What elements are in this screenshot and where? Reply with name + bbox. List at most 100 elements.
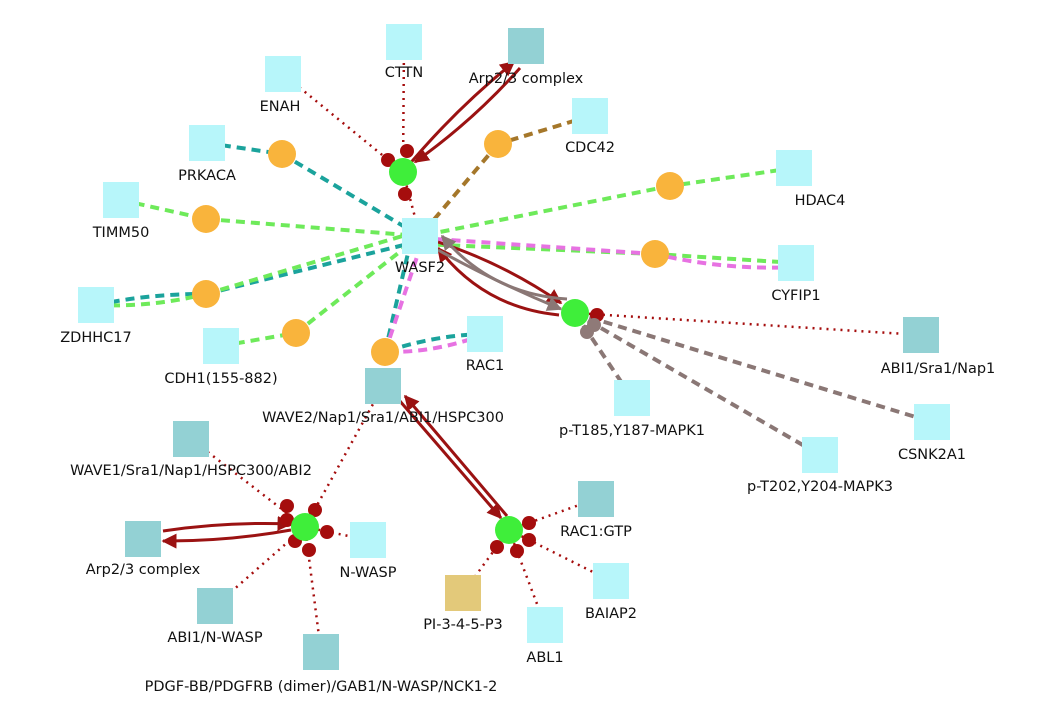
node-label: ENAH — [260, 99, 301, 115]
edge-interaction-wasf2 — [419, 236, 656, 256]
node-label: ABI1/N-WASP — [167, 630, 262, 646]
protein-glyph[interactable] — [265, 56, 301, 92]
node-csnk2a1[interactable]: CSNK2A1 — [898, 404, 966, 463]
edge-reaction-csnk2a1 — [574, 311, 933, 424]
node-arp23-bot[interactable]: Arp2/3 complex — [86, 521, 201, 578]
node-rac1[interactable]: RAC1 — [466, 316, 505, 374]
protein-glyph[interactable] — [203, 328, 239, 364]
protein-glyph[interactable] — [914, 404, 950, 440]
node-cyfip1[interactable]: CYFIP1 — [771, 245, 821, 304]
protein-glyph[interactable] — [527, 607, 563, 643]
reaction-node-r3[interactable] — [291, 513, 319, 541]
reaction-node-r2[interactable] — [561, 299, 589, 327]
reaction-node-r1[interactable] — [389, 158, 417, 186]
reaction-port — [580, 325, 594, 339]
node-pdgf[interactable]: PDGF-BB/PDGFRB (dimer)/GAB1/N-WASP/NCK1-… — [145, 634, 498, 695]
protein-glyph[interactable] — [572, 98, 608, 134]
protein-glyph[interactable] — [467, 316, 503, 352]
node-pip3[interactable]: PI-3-4-5-P3 — [423, 575, 503, 633]
edge-interaction-wasf2 — [205, 230, 417, 296]
interaction-node[interactable] — [282, 319, 310, 347]
node-label: WASF2 — [395, 260, 445, 276]
complex-glyph[interactable] — [365, 368, 401, 404]
complex-glyph[interactable] — [578, 481, 614, 517]
node-mapk3[interactable]: p-T202,Y204-MAPK3 — [747, 437, 893, 495]
node-cdh1[interactable]: CDH1(155-882) — [164, 328, 278, 387]
interaction-node[interactable] — [656, 172, 684, 200]
interaction-node[interactable] — [192, 205, 220, 233]
ports-layer — [280, 144, 604, 558]
edge-interaction-wasf2 — [280, 152, 422, 238]
node-label: CSNK2A1 — [898, 447, 966, 463]
node-arp23-top[interactable]: Arp2/3 complex — [469, 28, 584, 87]
node-mapk1[interactable]: p-T185,Y187-MAPK1 — [559, 380, 705, 439]
edge-wave2-reaction — [397, 399, 503, 520]
node-label: RAC1:GTP — [560, 524, 632, 540]
node-baiap2[interactable]: BAIAP2 — [585, 563, 637, 622]
node-label: N-WASP — [340, 565, 397, 581]
node-cttn[interactable]: CTTN — [385, 24, 423, 81]
interaction-node[interactable] — [371, 338, 399, 366]
node-timm50[interactable]: TIMM50 — [92, 182, 150, 241]
reaction-port — [280, 513, 294, 527]
node-label: CDH1(155-882) — [164, 371, 277, 387]
node-wasf2[interactable]: WASF2 — [395, 218, 445, 276]
small_molecule-glyph[interactable] — [445, 575, 481, 611]
node-label: CTTN — [385, 65, 423, 81]
edge-reaction-abi1sra1nap1 — [574, 311, 922, 337]
interaction-node[interactable] — [641, 240, 669, 268]
node-wave2c[interactable]: WAVE2/Nap1/Sra1/ABI1/HSPC300 — [262, 368, 504, 426]
protein-glyph[interactable] — [593, 563, 629, 599]
edge-reaction-wave2 — [403, 394, 509, 517]
protein-glyph[interactable] — [778, 245, 814, 281]
protein-glyph[interactable] — [103, 182, 139, 218]
edge-interaction-wasf2 — [294, 234, 422, 335]
protein-glyph[interactable] — [350, 522, 386, 558]
complex-glyph[interactable] — [903, 317, 939, 353]
protein-glyph[interactable] — [776, 150, 812, 186]
node-abi1sn[interactable]: ABI1/Sra1/Nap1 — [881, 317, 996, 377]
protein-glyph[interactable] — [402, 218, 438, 254]
node-label: WAVE1/Sra1/Nap1/HSPC300/ABI2 — [70, 463, 312, 479]
node-hdac4[interactable]: HDAC4 — [776, 150, 845, 209]
reaction-port — [522, 516, 536, 530]
edge-interaction-wasf2 — [383, 235, 426, 353]
protein-glyph[interactable] — [189, 125, 225, 161]
node-abi1nw[interactable]: ABI1/N-WASP — [167, 588, 263, 646]
complex-glyph[interactable] — [197, 588, 233, 624]
node-nwasp[interactable]: N-WASP — [340, 522, 397, 581]
edge-interaction-wasf2 — [418, 142, 500, 238]
node-label: Arp2/3 complex — [86, 562, 201, 578]
node-enah[interactable]: ENAH — [260, 56, 301, 115]
interaction-node[interactable] — [268, 140, 296, 168]
reaction-port — [280, 499, 294, 513]
node-label: Arp2/3 complex — [469, 71, 584, 87]
node-abl1[interactable]: ABL1 — [526, 607, 564, 666]
edge-wasf2-reaction — [437, 248, 563, 311]
node-wave1c[interactable]: WAVE1/Sra1/Nap1/HSPC300/ABI2 — [70, 421, 312, 479]
edge-enah-reaction — [282, 73, 404, 173]
complex-glyph[interactable] — [173, 421, 209, 457]
protein-glyph[interactable] — [614, 380, 650, 416]
node-cdc42[interactable]: CDC42 — [565, 98, 615, 156]
reaction-port — [398, 187, 412, 201]
edge-reaction-baiap2 — [508, 528, 612, 583]
node-rac1gtp[interactable]: RAC1:GTP — [560, 481, 632, 540]
protein-glyph[interactable] — [386, 24, 422, 60]
complex-glyph[interactable] — [508, 28, 544, 64]
edge-reaction-arp23 — [161, 528, 292, 549]
reaction-port — [522, 533, 536, 547]
interaction-node[interactable] — [192, 280, 220, 308]
node-prkaca[interactable]: PRKACA — [178, 125, 236, 184]
complex-glyph[interactable] — [125, 521, 161, 557]
reaction-port — [400, 144, 414, 158]
complex-glyph[interactable] — [303, 634, 339, 670]
protein-glyph[interactable] — [78, 287, 114, 323]
reaction-node-r4[interactable] — [495, 516, 523, 544]
protein-glyph[interactable] — [802, 437, 838, 473]
node-zdhhc17[interactable]: ZDHHC17 — [60, 287, 132, 346]
reaction-port — [308, 503, 322, 517]
interaction-node[interactable] — [484, 130, 512, 158]
